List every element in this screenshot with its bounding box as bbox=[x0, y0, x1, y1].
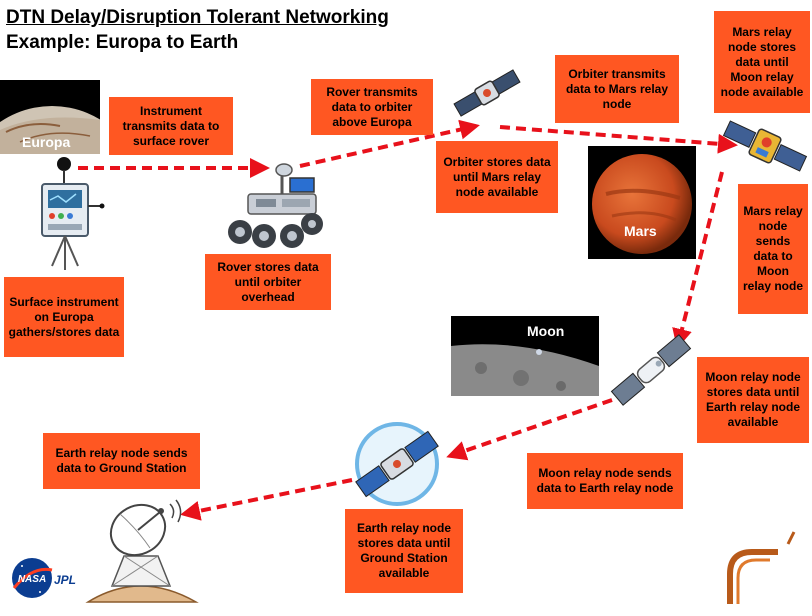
arrow-rover-to-orbiter bbox=[299, 119, 480, 168]
step-rover-transmits: Rover transmits data to orbiter above Eu… bbox=[311, 79, 433, 135]
europa-photo: Europa bbox=[0, 80, 100, 154]
surface-instrument-icon bbox=[41, 157, 105, 270]
europa-label: Europa bbox=[22, 134, 71, 150]
arrow-mars-relay-to-moon-relay bbox=[672, 171, 724, 349]
mars-photo: Mars bbox=[588, 146, 696, 259]
nasa-logo-icon: NASA bbox=[12, 558, 53, 598]
rover-icon bbox=[228, 163, 323, 248]
arrow-moon-relay-to-earth-relay bbox=[446, 398, 613, 461]
europa-image bbox=[0, 106, 100, 154]
step-moon-relay-stores: Moon relay node stores data until Earth … bbox=[697, 357, 809, 443]
orbiter-satellite-icon bbox=[453, 69, 521, 117]
mars-relay-satellite-icon bbox=[722, 120, 808, 172]
moon-image bbox=[451, 344, 599, 396]
step-rover-stores: Rover stores data until orbiter overhead bbox=[205, 254, 331, 310]
data-flow-arrows bbox=[78, 119, 738, 521]
step-earth-relay-sends: Earth relay node sends data to Ground St… bbox=[43, 433, 200, 489]
step-instrument-transmits: Instrument transmits data to surface rov… bbox=[109, 97, 233, 155]
step-orbiter-stores: Orbiter stores data until Mars relay nod… bbox=[436, 141, 558, 213]
arrow-earth-relay-to-ground bbox=[180, 478, 353, 521]
arrow-orbiter-to-mars-relay bbox=[499, 125, 738, 154]
moon-label: Moon bbox=[527, 323, 565, 339]
mars-image bbox=[592, 154, 692, 254]
step-surface-instrument: Surface instrument on Europa gathers/sto… bbox=[4, 277, 124, 357]
moon-photo: Moon bbox=[451, 316, 599, 396]
moon-relay-satellite-icon bbox=[610, 334, 692, 406]
ground-station-icon bbox=[85, 499, 199, 603]
earth-relay-satellite-icon bbox=[355, 422, 439, 506]
svg-text:JPL: JPL bbox=[54, 573, 76, 587]
step-mars-relay-sends: Mars relay node sends data to Moon relay… bbox=[738, 184, 808, 314]
diagram-title: DTN Delay/Disruption Tolerant Networking bbox=[6, 7, 389, 28]
step-orbiter-transmits: Orbiter transmits data to Mars relay nod… bbox=[555, 55, 679, 123]
mars-label: Mars bbox=[624, 223, 657, 239]
step-mars-relay-stores: Mars relay node stores data until Moon r… bbox=[714, 11, 810, 113]
corner-logo-icon bbox=[727, 531, 796, 604]
jpl-logo-icon: JPL bbox=[54, 573, 76, 587]
step-moon-relay-sends: Moon relay node sends data to Earth rela… bbox=[527, 453, 683, 509]
svg-text:NASA: NASA bbox=[18, 574, 46, 585]
step-earth-relay-stores: Earth relay node stores data until Groun… bbox=[345, 509, 463, 593]
diagram-subtitle: Example: Europa to Earth bbox=[6, 32, 239, 53]
